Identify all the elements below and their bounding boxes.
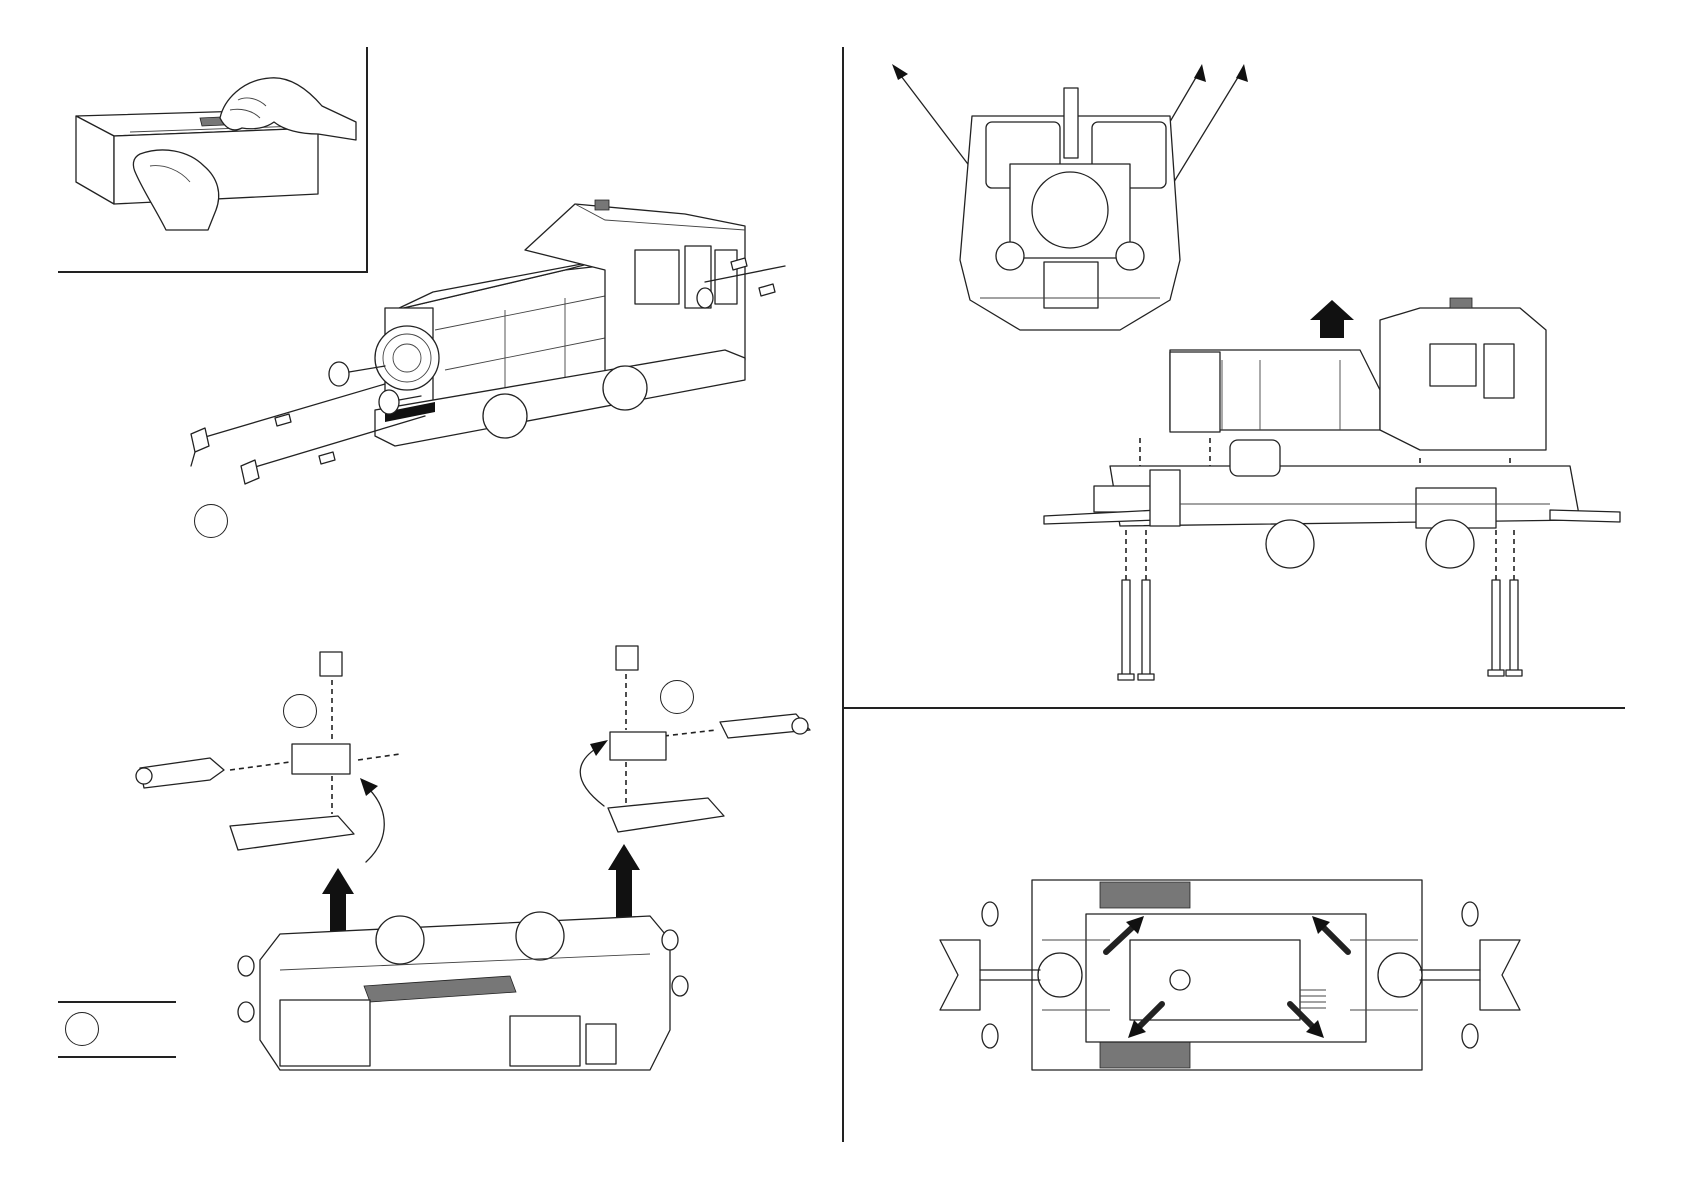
underside-frame [1032,880,1422,1070]
screw-icon [1118,580,1522,680]
underside-view-illustration [930,870,1530,1080]
legend-marker [65,1012,99,1046]
buffer-rear [697,288,713,308]
body-removal-illustration [1080,290,1620,690]
locomotive-isometric-illustration [185,190,805,490]
arrow-diagonal-icon [892,64,980,180]
chassis [1044,440,1620,568]
page-horizontal-divider [842,707,1625,709]
callout-marker-top-left [194,504,228,538]
clip-icon [608,646,724,832]
clip-icon [230,652,354,850]
page-vertical-divider [842,47,844,1142]
coupler-icon [720,714,810,738]
coupler-icon [136,758,224,788]
upturned-chassis [260,912,670,1070]
locomotive-body-shell [1170,298,1546,450]
coupler-assembly-illustration [130,640,830,1110]
coupler-icon [191,428,209,466]
coupler-icon [241,460,259,484]
